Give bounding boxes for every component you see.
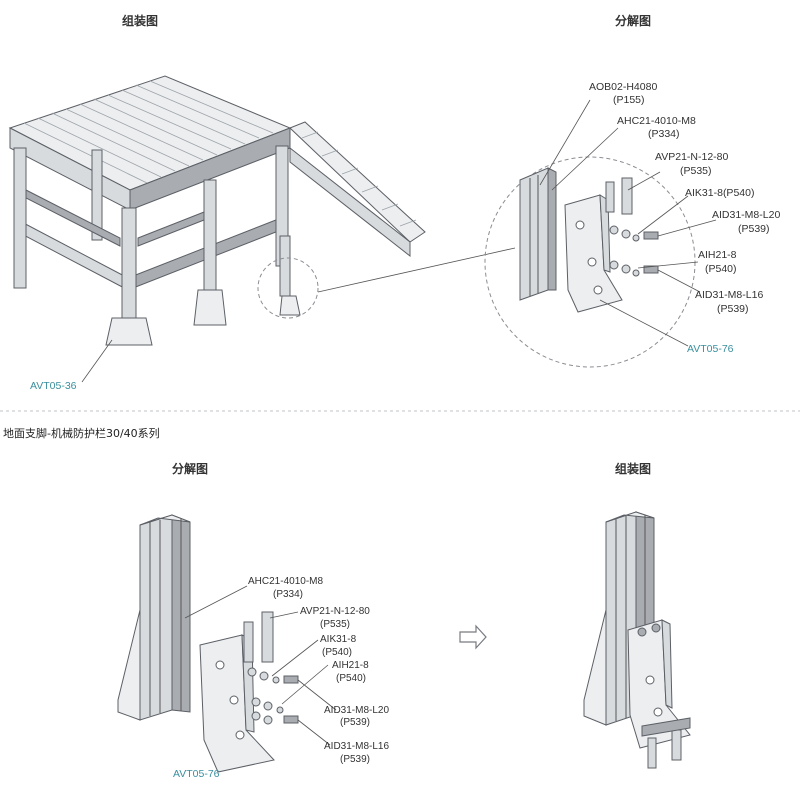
bottom-exploded-drawing <box>117 514 337 773</box>
part-page-aob02: (P155) <box>613 94 645 106</box>
part-page-aid31-l16: (P539) <box>717 303 749 315</box>
platform-assembly-drawing <box>8 75 516 346</box>
bottom-part-label-ahc21: AHC21-4010-M8 <box>248 576 323 587</box>
bottom-part-label-avp21: AVP21-N-12-80 <box>300 606 370 617</box>
bracket-label-bottom: AVT05-76 <box>173 768 220 780</box>
bottom-part-label-aik31: AIK31-8 <box>320 634 357 645</box>
part-label-aik31: AIK31-8(P540) <box>685 187 754 199</box>
part-label-aid31-l16: AID31-M8-L16 <box>695 289 763 301</box>
top-exploded-title: 分解图 <box>615 13 651 28</box>
bottom-part-labels: AHC21-4010-M8 (P334) AVP21-N-12-80 (P535… <box>173 576 389 780</box>
bracket-label-top: AVT05-76 <box>687 343 734 355</box>
bottom-part-page-aih21: (P540) <box>336 673 366 684</box>
bottom-part-page-aid31-l20: (P539) <box>340 717 370 728</box>
bottom-assembled-drawing <box>583 511 691 769</box>
part-label-aob02: AOB02-H4080 <box>589 81 657 93</box>
part-label-ahc21: AHC21-4010-M8 <box>617 115 696 127</box>
part-page-aid31-l20: (P539) <box>738 223 770 235</box>
bottom-assembly-title: 组装图 <box>615 461 651 476</box>
part-page-aih21: (P540) <box>705 263 737 275</box>
section-title: 地面支脚-机械防护栏30/40系列 <box>3 426 160 440</box>
assembly-foot-label: AVT05-36 <box>30 380 77 392</box>
top-exploded-detail-drawing <box>484 99 717 368</box>
bottom-part-page-aid31-l16: (P539) <box>340 754 370 765</box>
top-assembly-title: 组装图 <box>122 13 158 28</box>
bottom-part-page-avp21: (P535) <box>320 619 350 630</box>
part-page-avp21: (P535) <box>680 165 712 177</box>
bottom-part-label-aid31-l20: AID31-M8-L20 <box>324 705 389 716</box>
top-part-labels: AOB02-H4080 (P155) AHC21-4010-M8 (P334) … <box>589 81 780 355</box>
bottom-part-page-ahc21: (P334) <box>273 589 303 600</box>
bottom-part-page-aik31: (P540) <box>322 647 352 658</box>
part-label-avp21: AVP21-N-12-80 <box>655 151 729 163</box>
bottom-part-label-aih21: AIH21-8 <box>332 660 369 671</box>
bottom-exploded-title: 分解图 <box>172 461 208 476</box>
part-label-aid31-l20: AID31-M8-L20 <box>712 209 780 221</box>
part-page-ahc21: (P334) <box>648 128 680 140</box>
bottom-part-label-aid31-l16: AID31-M8-L16 <box>324 741 389 752</box>
hollow-right-arrow-icon <box>459 624 487 650</box>
part-label-aih21: AIH21-8 <box>698 249 737 261</box>
